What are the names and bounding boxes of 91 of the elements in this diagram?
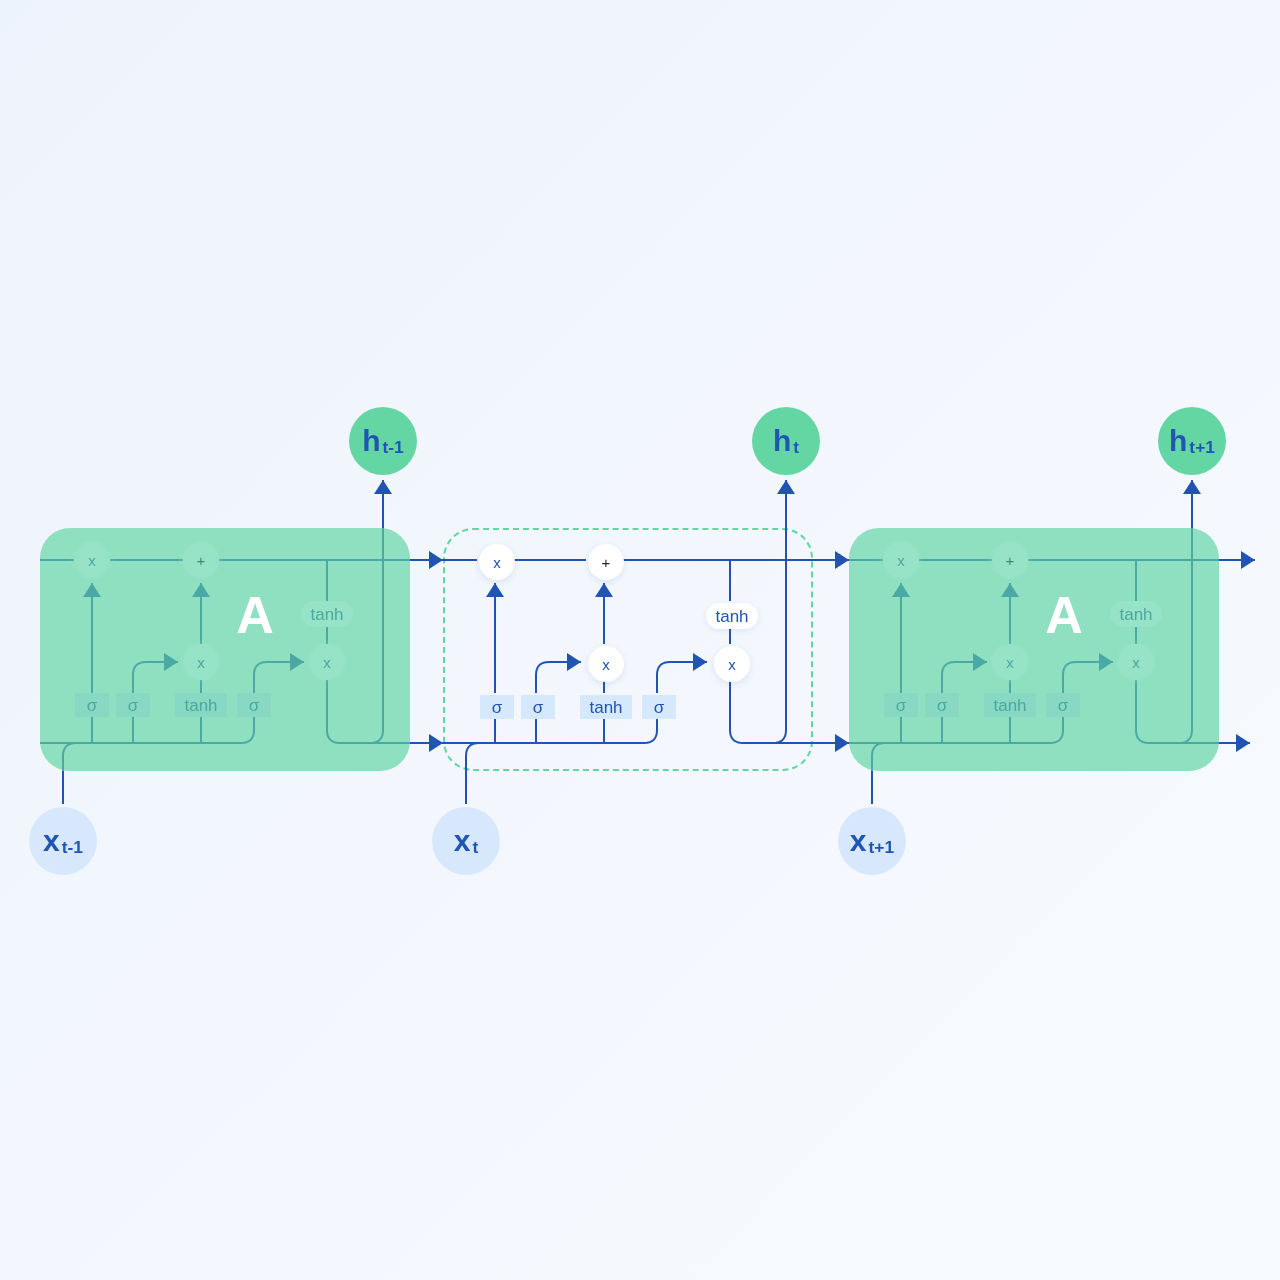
- tanh-pill: tanh: [1110, 601, 1162, 627]
- connector-line: [326, 679, 371, 744]
- arrow: [892, 582, 910, 694]
- connector-line: [848, 742, 886, 744]
- multiply-circle: x: [883, 542, 919, 578]
- arrow: [83, 582, 101, 694]
- multiply-circle: x: [992, 644, 1028, 680]
- connector-line: [941, 742, 1011, 744]
- connector-line: [900, 716, 902, 744]
- arrow: [941, 653, 988, 694]
- connector-line: [326, 626, 328, 645]
- connector-line: [91, 716, 93, 744]
- arrow: [656, 653, 708, 694]
- connector-line: [91, 742, 134, 744]
- arrow: [729, 551, 850, 569]
- cell-label: A: [1045, 589, 1083, 641]
- connector-line: [1135, 679, 1180, 744]
- tanh-layer-box: tanh: [175, 693, 227, 717]
- connector-line: [442, 559, 478, 561]
- sigmoid-layer-box: σ: [237, 693, 271, 717]
- tanh-pill: tanh: [706, 603, 758, 629]
- connector-line: [1135, 626, 1137, 645]
- arrow: [772, 479, 795, 744]
- input-circle: x$_{t}$: [432, 807, 500, 875]
- connector-line: [39, 742, 77, 744]
- sigmoid-layer-box: σ: [75, 693, 109, 717]
- add-circle: +: [992, 542, 1028, 578]
- connector-line: [109, 559, 184, 561]
- connector-line: [478, 742, 496, 744]
- tanh-pill: tanh: [301, 601, 353, 627]
- connector-line: [848, 559, 884, 561]
- multiply-circle: x: [183, 644, 219, 680]
- sigmoid-layer-box: σ: [116, 693, 150, 717]
- connector-line: [1009, 716, 1064, 744]
- connector-line: [326, 559, 328, 602]
- connector-line: [75, 742, 93, 744]
- connector-line: [900, 742, 943, 744]
- connector-line: [884, 742, 902, 744]
- connector-line: [1009, 716, 1011, 744]
- connector-line: [918, 559, 993, 561]
- sigmoid-layer-box: σ: [642, 695, 676, 719]
- sigmoid-layer-box: σ: [884, 693, 918, 717]
- cell-label: A: [236, 589, 274, 641]
- tanh-layer-box: tanh: [984, 693, 1036, 717]
- multiply-circle: x: [1118, 644, 1154, 680]
- connector-line: [39, 559, 75, 561]
- add-circle: +: [183, 542, 219, 578]
- connector-line: [1009, 679, 1011, 694]
- multiply-circle: x: [309, 644, 345, 680]
- connector-line: [1027, 559, 1137, 561]
- output-circle: h$_{t-1}$: [349, 407, 417, 475]
- sigmoid-layer-box: σ: [1046, 693, 1080, 717]
- lstm-cell-box: [40, 528, 410, 771]
- connector-line: [729, 679, 774, 744]
- output-circle: h$_{t+1}$: [1158, 407, 1226, 475]
- tanh-layer-box: tanh: [580, 695, 632, 719]
- arrow: [595, 582, 613, 645]
- connector-line: [200, 716, 255, 744]
- input-circle: x$_{t-1}$: [29, 807, 97, 875]
- multiply-circle: x: [588, 646, 624, 682]
- connector-line: [494, 742, 537, 744]
- arrow: [192, 582, 210, 645]
- lstm-cell-box: [849, 528, 1219, 771]
- input-circle: x$_{t+1}$: [838, 807, 906, 875]
- multiply-circle: x: [714, 646, 750, 682]
- sigmoid-layer-box: σ: [521, 695, 555, 719]
- arrow: [132, 653, 179, 694]
- connector-line: [218, 559, 328, 561]
- add-circle: +: [588, 544, 624, 580]
- arrow: [1001, 582, 1019, 645]
- sigmoid-layer-box: σ: [480, 695, 514, 719]
- connector-line: [729, 559, 731, 602]
- multiply-circle: x: [479, 544, 515, 580]
- connector-line: [1135, 559, 1137, 602]
- arrow: [486, 582, 504, 694]
- arrow: [326, 551, 444, 569]
- connector-line: [535, 742, 605, 744]
- arrow: [1062, 653, 1114, 694]
- connector-line: [200, 679, 202, 694]
- connector-line: [200, 716, 202, 744]
- arrow: [253, 653, 305, 694]
- connector-line: [132, 716, 134, 744]
- connector-line: [941, 716, 943, 744]
- connector-line: [132, 742, 202, 744]
- sigmoid-layer-box: σ: [925, 693, 959, 717]
- multiply-circle: x: [74, 542, 110, 578]
- connector-line: [442, 742, 480, 744]
- output-circle: h$_{t}$: [752, 407, 820, 475]
- dashed-cell-outline: [443, 528, 813, 771]
- arrow: [535, 653, 582, 694]
- arrow: [1135, 551, 1256, 569]
